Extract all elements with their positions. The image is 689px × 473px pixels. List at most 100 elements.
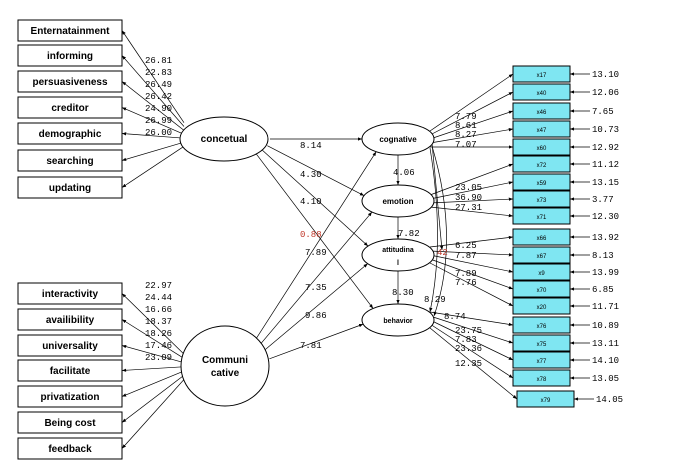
indicator-box (512, 120, 571, 138)
error-variance: 3.77 (592, 195, 614, 205)
error-variance: 8.13 (592, 251, 614, 261)
indicator-box (512, 155, 571, 173)
observed-label: searching (46, 156, 93, 167)
observed-label: demographic (39, 129, 102, 140)
indicator-box (512, 297, 571, 315)
path-conceptual-behavior (255, 153, 374, 309)
observed-label: feedback (48, 444, 92, 455)
observed-label: updating (49, 183, 91, 194)
error-variance: 13.11 (592, 339, 619, 349)
path-conceptual-emotion (267, 145, 365, 196)
indicator-loading-line (429, 73, 514, 132)
indicator-loading-line (429, 327, 518, 400)
error-variance: 12.92 (592, 143, 619, 153)
error-variance: 13.92 (592, 233, 619, 243)
observed-label: Enternatainment (31, 26, 111, 37)
loading-value: 22.97 (145, 281, 172, 291)
indicator-loading-value: 7.07 (455, 140, 477, 150)
observed-box-communicative (17, 334, 123, 357)
path-cognitive-behavior-left (429, 147, 438, 313)
indicator-loading-line (429, 319, 514, 361)
indicator-loading-line (429, 235, 514, 248)
indicator-loading-line (429, 258, 514, 290)
indicator-box (512, 65, 571, 83)
path-cognitive-behavior-left-value: 8.29 (424, 295, 446, 305)
latent-communicative (180, 325, 270, 407)
indicator-label: x17 (537, 73, 547, 79)
loading-value: 24.90 (145, 104, 172, 114)
observed-box-communicative (17, 385, 123, 408)
path-cognitive-attitude (431, 142, 444, 251)
loading-value: 16.66 (145, 305, 172, 315)
latent-conceptual (179, 116, 269, 162)
observed-box-communicative (17, 308, 123, 331)
indicator-label: x72 (537, 163, 547, 169)
indicator-loading-line (429, 315, 514, 344)
indicator-loading-value: 7.79 (455, 112, 477, 122)
conceptual-loading-line (121, 132, 185, 139)
observed-label: informing (47, 51, 93, 62)
indicator-loading-value: 6.25 (455, 241, 477, 251)
path-conceptual-cognitive-value: 8.14 (300, 141, 322, 151)
loading-value: 26.99 (145, 116, 172, 126)
communicative-loading-line (121, 378, 186, 449)
error-variance: 14.05 (596, 395, 623, 405)
indicator-loading-line (429, 206, 514, 218)
error-variance: 13.10 (592, 70, 619, 80)
indicator-box (512, 83, 571, 101)
indicator-loading-value: 8.61 (455, 121, 477, 131)
path-cognitive-behavior-right (431, 145, 447, 317)
latent-emotion (361, 184, 435, 218)
indicator-label: x9 (538, 271, 545, 277)
loading-value: 26.42 (145, 92, 172, 102)
observed-box-conceptual (17, 176, 123, 199)
path-conceptual-attitude (262, 149, 369, 247)
latent-attitude-label-2: l (397, 260, 399, 267)
observed-label: persuasiveness (32, 77, 107, 88)
latent-communicative-label: Communi (202, 355, 248, 366)
indicator-label: x76 (537, 324, 547, 330)
path-cognitive-emotion-value: 4.06 (393, 168, 415, 178)
indicator-loading-line (429, 110, 514, 140)
observed-label: facilitate (50, 366, 91, 377)
indicator-loading-value: 7.83 (455, 335, 477, 345)
latent-behavior-label: behavior (383, 318, 412, 325)
error-variance: 12.06 (592, 88, 619, 98)
path-communicative-emotion (258, 211, 373, 347)
indicator-label: x71 (537, 215, 547, 221)
error-variance: 13.15 (592, 178, 619, 188)
path-attitude-behavior-value: 8.30 (392, 288, 414, 298)
error-variance: 13.99 (592, 268, 619, 278)
communicative-loading-line (121, 374, 186, 423)
indicator-box (512, 246, 571, 264)
loading-value: 26.49 (145, 80, 172, 90)
path-cognitive-attitude-value: 42 (437, 248, 448, 258)
observed-label: privatization (41, 392, 100, 403)
indicator-loading-value: 23.36 (455, 344, 482, 354)
indicator-loading-value: 12.35 (455, 359, 482, 369)
indicator-loading-value: 7.87 (455, 251, 477, 261)
observed-box-conceptual (17, 19, 123, 42)
indicator-box (512, 369, 571, 387)
indicator-loading-line (429, 163, 514, 196)
indicator-label: x70 (537, 288, 547, 294)
indicator-label: x77 (537, 359, 547, 365)
loading-value: 26.81 (145, 56, 172, 66)
path-communicative-attitude-value: 9.86 (305, 311, 327, 321)
conceptual-loading-line (121, 81, 185, 131)
indicator-label: x79 (541, 398, 551, 404)
error-variance: 14.10 (592, 356, 619, 366)
indicator-loading-line (429, 197, 514, 204)
indicator-loading-line (429, 323, 514, 379)
conceptual-loading-line (121, 141, 185, 161)
observed-box-communicative (17, 437, 123, 460)
observed-box-communicative (17, 282, 123, 305)
indicator-box (512, 334, 571, 352)
indicator-box (512, 263, 571, 281)
observed-label: universality (42, 341, 98, 352)
indicator-box (512, 207, 571, 225)
observed-label: Being cost (44, 418, 96, 429)
observed-box-conceptual (17, 122, 123, 145)
indicator-label: x78 (537, 377, 547, 383)
path-communicative-emotion-value: 7.35 (305, 283, 327, 293)
